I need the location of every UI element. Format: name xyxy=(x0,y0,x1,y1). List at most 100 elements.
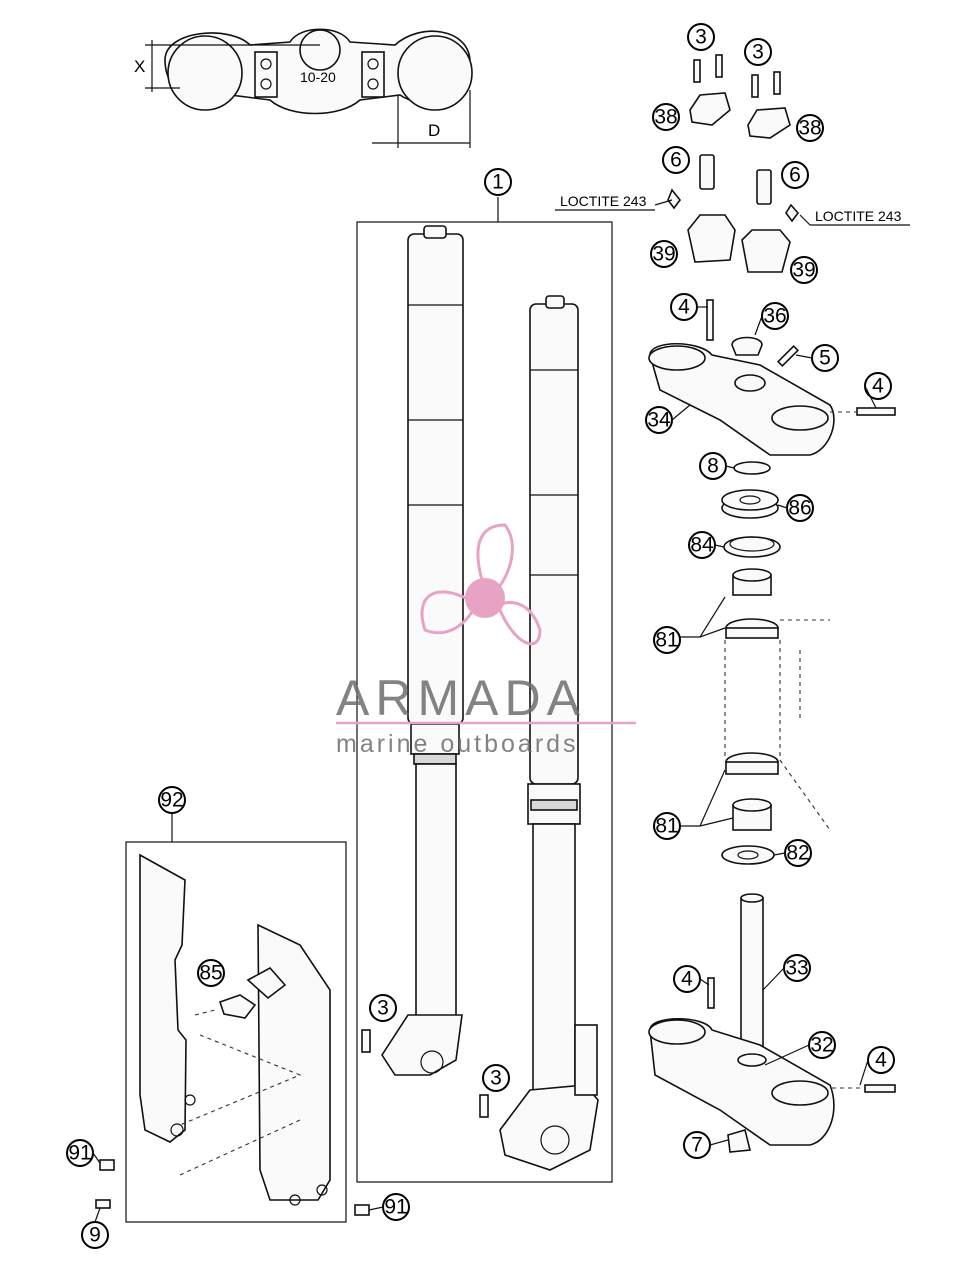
callout-4-upper-clamp-top: 4 xyxy=(670,293,698,321)
callout-32: 32 xyxy=(808,1031,836,1059)
callout-33: 33 xyxy=(783,954,811,982)
svg-text:81: 81 xyxy=(655,815,678,838)
svg-text:3: 3 xyxy=(752,41,764,64)
callout-39-left: 39 xyxy=(650,240,678,268)
svg-text:34: 34 xyxy=(647,409,671,432)
svg-text:91: 91 xyxy=(384,1196,407,1219)
dimension-d-label: D xyxy=(428,121,440,140)
leader-lines xyxy=(92,306,877,1223)
callout-38-right: 38 xyxy=(796,114,824,142)
svg-text:3: 3 xyxy=(490,1067,502,1090)
handlebar-clamps-39 xyxy=(687,214,791,273)
callout-3-left-fork: 3 xyxy=(369,994,397,1022)
svg-text:84: 84 xyxy=(690,534,714,557)
fork-leg-right xyxy=(499,295,599,1171)
steering-head-tube-outline xyxy=(724,619,831,831)
svg-text:5: 5 xyxy=(819,347,831,370)
loctite-label-right: LOCTITE 243 xyxy=(815,208,902,224)
svg-text:82: 82 xyxy=(786,842,809,865)
seal-82 xyxy=(721,845,775,865)
screw-9 xyxy=(95,1199,111,1209)
clamp-screws-upper xyxy=(689,54,791,139)
callout-4-lower-clamp-side: 4 xyxy=(867,1046,895,1074)
svg-text:4: 4 xyxy=(681,968,693,991)
svg-text:92: 92 xyxy=(160,789,183,812)
svg-text:36: 36 xyxy=(763,305,786,328)
svg-text:7: 7 xyxy=(691,1134,703,1157)
fork-guard-right xyxy=(246,923,331,1206)
fork-guard-left xyxy=(139,853,196,1143)
callout-82: 82 xyxy=(784,839,812,867)
svg-text:6: 6 xyxy=(789,164,801,187)
callout-4-upper-clamp-side: 4 xyxy=(864,372,892,400)
bearing-81-lower xyxy=(725,752,779,831)
callout-91-left: 91 xyxy=(66,1139,94,1167)
bearing-81-upper xyxy=(725,568,779,639)
svg-text:81: 81 xyxy=(655,629,678,652)
svg-text:3: 3 xyxy=(695,26,707,49)
callout-4-lower-clamp-top: 4 xyxy=(673,965,701,993)
clip-85 xyxy=(218,994,257,1019)
callout-7: 7 xyxy=(683,1131,711,1159)
fork-leg-left xyxy=(381,225,464,1076)
svg-text:38: 38 xyxy=(654,106,677,129)
lower-triple-clamp xyxy=(648,893,896,1153)
svg-text:6: 6 xyxy=(670,149,682,172)
crown-engraving: 10-20 xyxy=(300,69,336,85)
screw-91-left xyxy=(99,1159,115,1171)
callout-81-lower: 81 xyxy=(653,812,681,840)
fork-assembly-frame xyxy=(356,221,613,1183)
callout-84: 84 xyxy=(688,531,716,559)
callout-6-left: 6 xyxy=(662,146,690,174)
svg-text:32: 32 xyxy=(810,1034,833,1057)
callout-6-right: 6 xyxy=(781,161,809,189)
svg-text:3: 3 xyxy=(377,997,389,1020)
callout-3-top-left: 3 xyxy=(687,23,715,51)
callout-39-right: 39 xyxy=(790,256,818,284)
screw-3-right-fork xyxy=(479,1094,489,1118)
loctite-label-left: LOCTITE 243 xyxy=(560,193,647,209)
seal-84 xyxy=(723,536,781,558)
fork-guard-frame xyxy=(125,841,347,1223)
watermark-tagline: marine outboards xyxy=(336,730,579,758)
svg-text:38: 38 xyxy=(798,117,821,140)
propeller-logo xyxy=(420,523,542,646)
svg-text:4: 4 xyxy=(875,1049,887,1072)
svg-text:39: 39 xyxy=(652,243,675,266)
watermark-brand: ARMADA xyxy=(336,670,586,726)
dust-cover-86 xyxy=(721,489,779,519)
callout-1: 1 xyxy=(484,168,512,196)
callout-36: 36 xyxy=(761,302,789,330)
screw-3-left-fork xyxy=(361,1029,371,1053)
svg-text:33: 33 xyxy=(785,957,808,980)
dimension-x-label: X xyxy=(134,57,145,76)
callout-91-right: 91 xyxy=(382,1193,410,1221)
svg-text:39: 39 xyxy=(792,259,815,282)
screw-91-right xyxy=(354,1204,370,1216)
callout-5: 5 xyxy=(811,344,839,372)
screws-6 xyxy=(555,154,910,226)
callout-3-top-right: 3 xyxy=(744,38,772,66)
callout-38-left: 38 xyxy=(652,103,680,131)
callout-9: 9 xyxy=(81,1221,109,1249)
callout-3-right-fork: 3 xyxy=(482,1064,510,1092)
callout-81-upper: 81 xyxy=(653,626,681,654)
callout-86: 86 xyxy=(786,494,814,522)
top-triple-clamp-detail: 10-20 X D xyxy=(134,28,473,148)
svg-text:86: 86 xyxy=(788,497,811,520)
callout-85: 85 xyxy=(197,959,225,987)
callout-34-upper: 34 xyxy=(645,406,673,434)
svg-text:4: 4 xyxy=(678,296,690,319)
svg-text:9: 9 xyxy=(89,1224,101,1247)
armada-watermark: ARMADA marine outboards xyxy=(336,523,636,758)
svg-text:91: 91 xyxy=(68,1142,91,1165)
svg-text:4: 4 xyxy=(872,375,884,398)
callout-92: 92 xyxy=(158,786,186,814)
svg-text:85: 85 xyxy=(199,962,222,985)
svg-text:1: 1 xyxy=(492,171,504,194)
propeller-hub xyxy=(465,578,505,618)
svg-text:8: 8 xyxy=(707,455,719,478)
callout-8: 8 xyxy=(699,452,727,480)
o-ring-8 xyxy=(733,461,771,475)
